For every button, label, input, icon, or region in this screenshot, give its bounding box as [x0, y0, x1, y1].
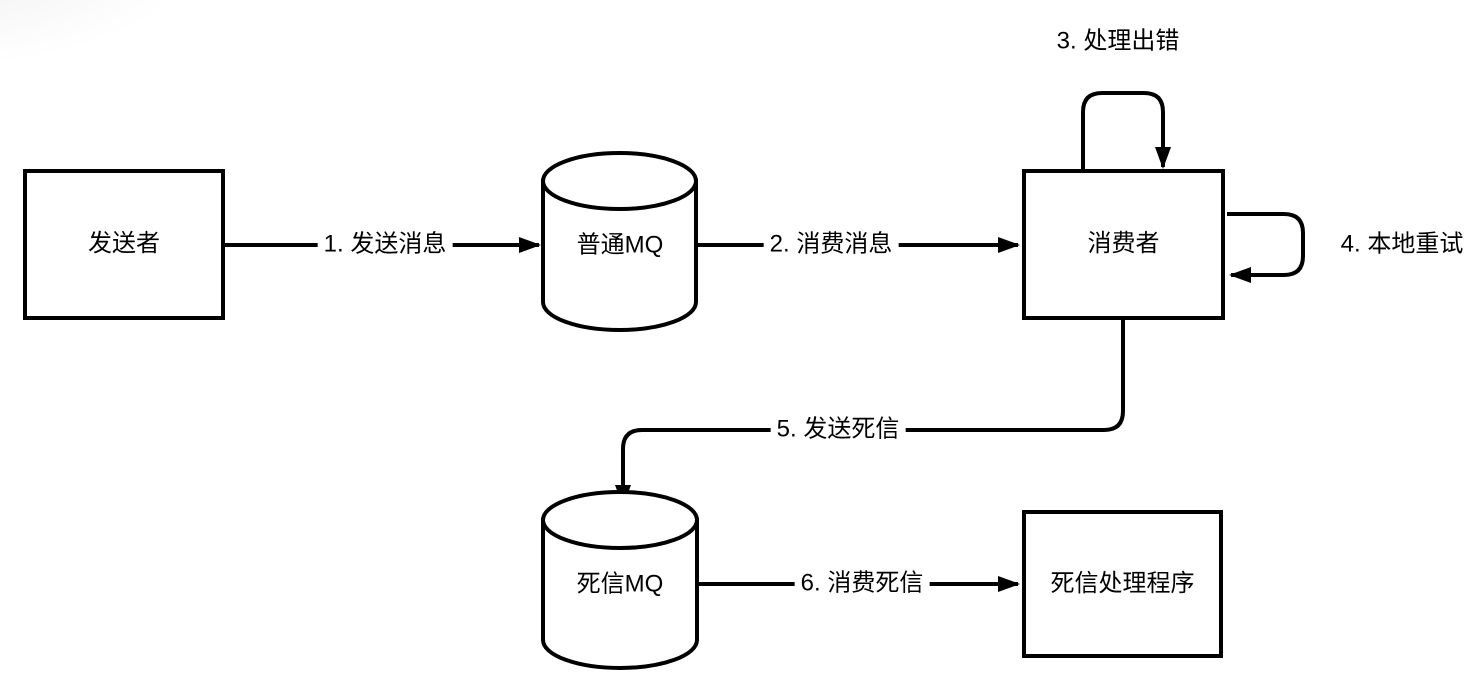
edge-process-error-loop — [1081, 91, 1171, 169]
node-consumer: 消费者 — [1022, 169, 1225, 320]
node-normal-mq-label: 普通MQ — [576, 231, 664, 259]
node-sender-label: 发送者 — [88, 230, 160, 258]
edge-label-local-retry: 4. 本地重试 — [1334, 229, 1470, 261]
node-dead-letter-handler-label: 死信处理程序 — [1050, 569, 1195, 597]
edge-label-send-message: 1. 发送消息 — [317, 229, 453, 261]
edge-send-dead-letter-line — [615, 320, 1125, 507]
node-dead-letter-mq-shape — [541, 490, 699, 670]
edge-label-process-error: 3. 处理出错 — [1050, 26, 1186, 58]
edge-label-consume-message: 2. 消费消息 — [763, 229, 899, 261]
node-sender: 发送者 — [23, 169, 225, 320]
node-consumer-label: 消费者 — [1087, 230, 1160, 258]
node-dead-letter-handler: 死信处理程序 — [1022, 510, 1223, 658]
node-dead-letter-mq-label: 死信MQ — [576, 570, 664, 598]
edge-label-consume-dead-letter: 6. 消费死信 — [794, 568, 930, 600]
edge-local-retry-loop — [1227, 212, 1305, 283]
edge-label-send-dead-letter: 5. 发送死信 — [770, 414, 906, 446]
node-normal-mq-shape — [541, 151, 698, 332]
